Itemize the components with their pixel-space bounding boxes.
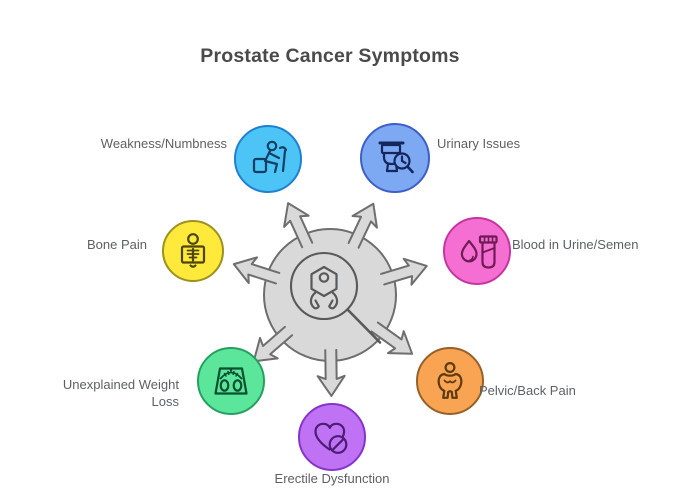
arrow-down-right (370, 321, 414, 355)
symptom-node-pelvic-back-pain (416, 347, 484, 415)
skeleton-xray-icon (180, 233, 206, 268)
hub-arrows (232, 202, 428, 397)
symptom-node-unexplained-weight-loss (197, 347, 265, 415)
symptom-node-weakness-numbness (234, 125, 302, 193)
central-hub (232, 202, 428, 397)
page-title: Prostate Cancer Symptoms (200, 45, 460, 67)
symptom-circle (443, 217, 511, 285)
label-bone-pain: Bone Pain (87, 237, 147, 252)
arrow-up-right (347, 202, 378, 249)
heart-pill-icon (314, 422, 348, 454)
arrow-down (316, 348, 346, 397)
label-urinary-issues: Urinary Issues (437, 136, 521, 151)
prostate-claws (309, 291, 339, 310)
label-weakness-numbness: Weakness/Numbness (100, 136, 227, 151)
person-sitting-cane-icon (252, 140, 288, 174)
symptom-node-urinary-issues (360, 123, 430, 193)
symptom-node-blood-in-urine-semen (443, 217, 511, 285)
symptom-node-erectile-dysfunction (298, 403, 366, 471)
blood-drop-test-tube-icon (460, 235, 498, 269)
symptom-circle (298, 403, 366, 471)
prostate-hexagon (310, 265, 338, 298)
prostate-nucleus (318, 272, 330, 283)
label-unexplained-weight-loss: Unexplained Weight Loss (62, 377, 179, 409)
magnifier-handle (346, 308, 382, 344)
magnifier-lens (289, 251, 359, 321)
symptom-circle (234, 125, 302, 193)
symptom-circle (197, 347, 265, 415)
toilet-magnifier-icon (378, 141, 414, 174)
label-blood-in-urine-semen: Blood in Urine/Semen (512, 237, 639, 252)
person-front-icon (437, 362, 463, 399)
weight-scale-icon (214, 367, 248, 395)
arrow-up-left (283, 202, 314, 249)
label-pelvic-back-pain: Pelvic/Back Pain (479, 383, 576, 398)
arrow-left (232, 256, 281, 285)
magnifier-prostate-icon (289, 251, 382, 344)
symptom-node-bone-pain (162, 220, 224, 282)
arrow-right (380, 257, 428, 286)
label-erectile-dysfunction: Erectile Dysfunction (274, 471, 390, 486)
